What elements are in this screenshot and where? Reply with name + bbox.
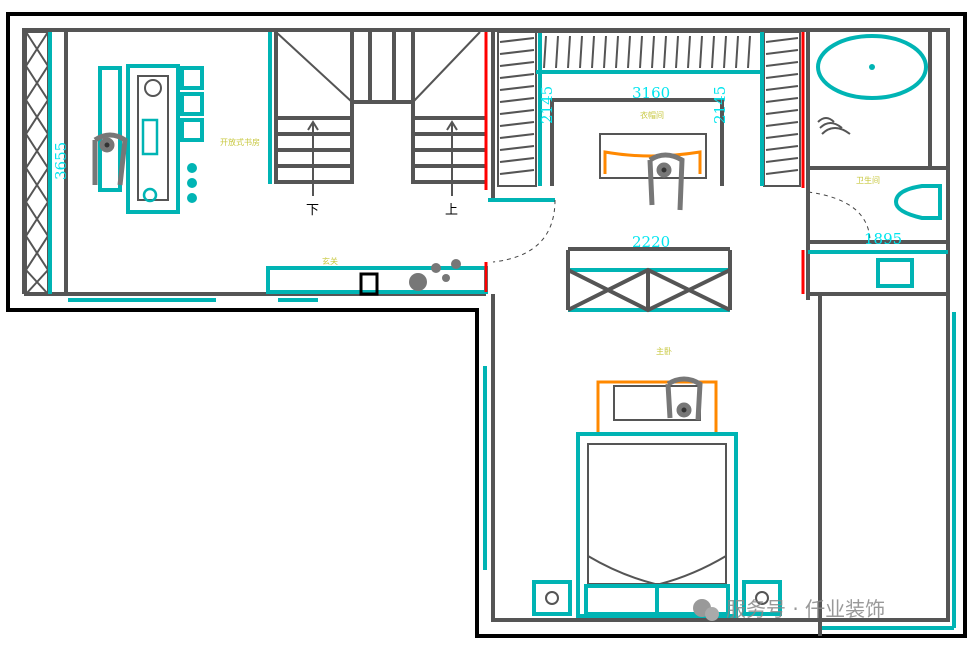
bed-frame [587,443,727,585]
sink [876,258,914,288]
toilet [893,184,942,220]
wardrobe-top [535,31,765,74]
shower-icon [817,117,851,135]
lamp-left [545,591,559,605]
dim-closet-width: 3160 [632,84,670,102]
label-closet: 衣帽间 [640,110,664,120]
staircase [268,31,485,196]
inner-wall [22,28,950,622]
stair-up-label: 上 [445,203,458,218]
nightstand-right [742,580,782,616]
dim-closet-left: 2145 [538,86,556,124]
closet-bench-cushion [603,150,702,174]
partition-truss [566,250,732,313]
label-master-bedroom: 主卧 [656,346,672,356]
lamp-right [755,591,769,605]
label-entry: 玄关 [322,256,338,266]
dim-study-height: 3655 [52,142,70,180]
bathtub [816,34,928,100]
person-closet [647,152,685,211]
bath-door-swing [807,191,871,241]
label-study: 开放式书房 [220,137,260,147]
watermark: 服务号 · 仟业装饰 [693,597,885,621]
dim-partition-width: 2220 [632,233,670,251]
person-figure [92,132,128,186]
stools [180,66,204,203]
label-bathroom: 卫生间 [856,175,880,185]
bookshelf [25,31,52,295]
bed-blanket [587,555,727,585]
entry-stool [359,272,379,296]
dim-bathroom-width: 1895 [864,230,902,248]
lamp [144,79,162,97]
bath-partitions [808,30,948,244]
dim-closet-right: 2145 [711,86,729,124]
tub-drain [869,64,875,70]
wardrobe-right [760,31,801,187]
closet-island-walls [550,98,724,186]
plant [409,259,461,291]
door-swing [492,199,556,263]
outer-wall [6,12,967,638]
sofa [98,66,122,192]
stair-down-label: 下 [306,203,319,218]
desk-ornament [142,187,158,203]
arrow-down-icon [307,120,319,196]
nightstand-left [532,580,572,616]
wardrobe-left [497,31,542,187]
desk [126,64,180,214]
svg-text:服务号 · 仟业装饰: 服务号 · 仟业装饰 [726,597,885,621]
arrow-up-icon [446,120,458,196]
monitor [141,118,159,156]
person-bedroom [665,376,703,421]
